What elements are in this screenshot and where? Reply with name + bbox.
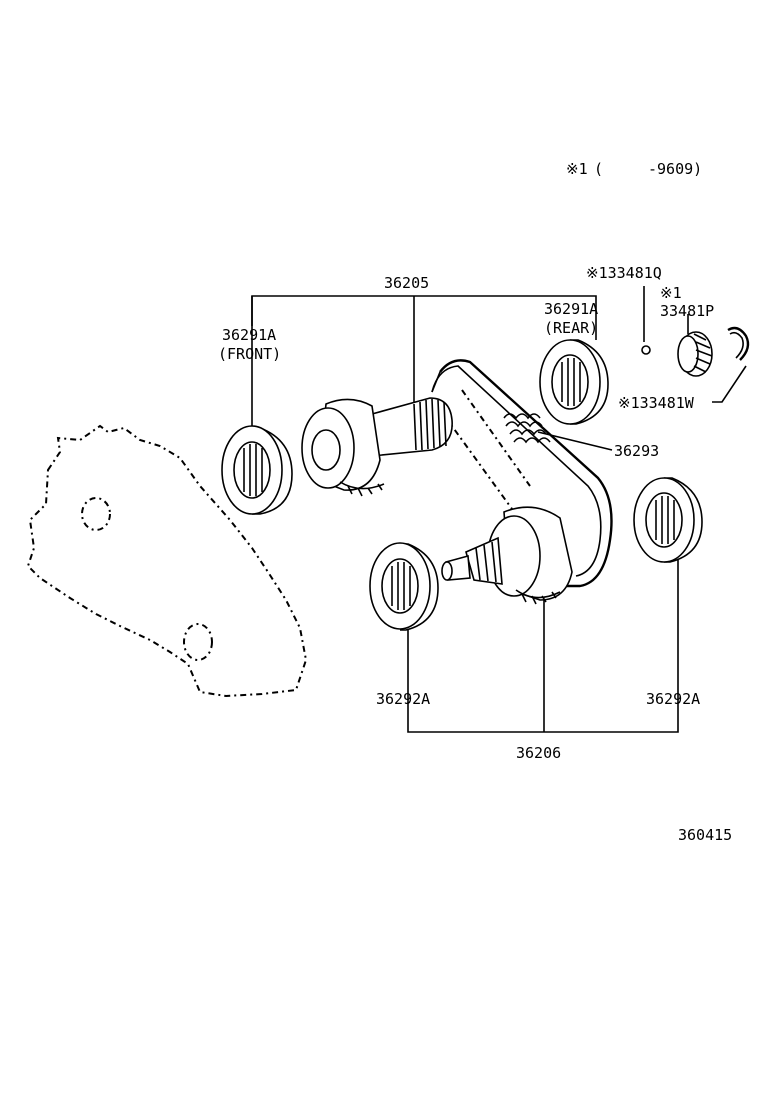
labels: ※1 ( -9609) 36205 36291A (FRONT) 36291A … [218, 160, 732, 844]
bearing-36291a-front [221, 425, 293, 515]
label-33481p: 33481P [660, 302, 714, 320]
spring-36293 [503, 413, 551, 444]
note-open: ( [594, 160, 603, 178]
snap-ring-33481w [727, 326, 750, 361]
bearing-36292a-right [633, 477, 703, 563]
label-36293: 36293 [614, 442, 659, 460]
sprocket-shaft-36206 [441, 506, 573, 605]
label-33481w: ※133481W [618, 394, 695, 412]
leader-lines [251, 286, 747, 733]
note-range: -9609) [648, 160, 702, 178]
ball-33481q [641, 345, 651, 355]
label-36291a-rear: 36291A [544, 300, 598, 318]
label-36292a-left: 36292A [376, 690, 430, 708]
bearing-36292a-left [369, 542, 439, 631]
label-36292a-right: 36292A [646, 690, 700, 708]
label-36291a-front: 36291A [222, 326, 276, 344]
label-36206: 36206 [516, 744, 561, 762]
label-33481p-mark: ※1 [660, 284, 682, 302]
sprocket-shaft-36205 [301, 397, 453, 497]
bearing-36291a-rear [539, 339, 609, 425]
transfer-case-outline [26, 424, 308, 698]
drive-chain [431, 359, 613, 588]
gear-33481p [677, 331, 713, 377]
note-mark: ※1 [566, 160, 588, 178]
label-36205: 36205 [384, 274, 429, 292]
label-36291a-rear-sub: (REAR) [544, 319, 598, 337]
label-36291a-front-sub: (FRONT) [218, 345, 281, 363]
figure-id: 360415 [678, 826, 732, 844]
label-33481q: ※133481Q [586, 264, 662, 282]
